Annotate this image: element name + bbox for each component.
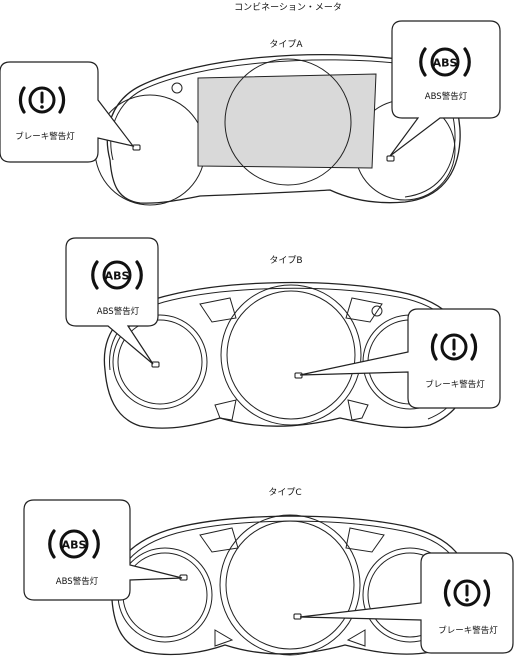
brake-warning-icon: [443, 579, 491, 607]
type-a-abs-callout: [389, 20, 501, 157]
type-a-abs-lamp-marker: [386, 155, 395, 162]
type-a-meter-housing: [106, 54, 461, 204]
type-c-housing-inner: [116, 520, 466, 601]
type-b-knob: [371, 305, 383, 317]
brake-warning-icon: [430, 333, 478, 361]
abs-warning-icon: ABS: [91, 260, 143, 290]
type-b-deco-right-2: [347, 399, 369, 421]
type-a-group: タイプA ブレーキ警告灯 ABS: [0, 20, 501, 206]
type-a-knob: [171, 82, 183, 94]
type-c-deco-right-1: [345, 527, 385, 553]
type-c-center-gauge-inner: [225, 520, 355, 650]
abs-warning-icon: ABS: [48, 529, 100, 559]
type-a-center-gauge: [224, 58, 352, 186]
abs-icon-text: ABS: [433, 57, 458, 70]
type-b-left-gauge-inner: [117, 319, 203, 405]
brake-warning-icon: [18, 86, 66, 114]
type-c-left-gauge-inner: [122, 552, 208, 638]
abs-icon-text: ABS: [62, 539, 87, 552]
type-a-brake-caption: ブレーキ警告灯: [15, 131, 75, 142]
type-b-brake-caption: ブレーキ警告灯: [425, 379, 485, 390]
type-b-abs-caption: ABS警告灯: [97, 306, 140, 317]
type-b-abs-callout: [65, 237, 159, 365]
type-b-group: タイプB ABS ABS警告灯: [65, 237, 501, 429]
type-c-deco-left-1: [199, 527, 239, 553]
abs-icon-text: ABS: [105, 270, 130, 283]
type-a-abs-caption: ABS警告灯: [425, 91, 468, 102]
type-a-display-panel: [197, 73, 377, 169]
type-b-deco-left-2: [214, 399, 237, 421]
type-b-center-gauge-inner: [226, 290, 356, 420]
type-b-abs-lamp-marker: [151, 361, 160, 368]
type-b-meter-housing: [103, 281, 471, 429]
type-c-group: タイプC ABS ABS警告灯: [23, 487, 514, 656]
type-c-abs-caption: ABS警告灯: [56, 576, 99, 587]
type-c-brake-callout: [299, 552, 514, 654]
type-c-brake-caption: ブレーキ警告灯: [438, 625, 498, 636]
type-b-label: タイプB: [269, 255, 302, 266]
type-b-brake-callout: [299, 308, 501, 409]
abs-warning-icon: ABS: [419, 47, 471, 77]
type-c-label: タイプC: [268, 487, 301, 498]
type-c-abs-callout: [23, 499, 183, 601]
type-c-center-gauge-outer: [219, 514, 361, 656]
type-c-left-gauge-outer: [117, 547, 213, 643]
type-a-label: タイプA: [269, 39, 303, 50]
type-a-brake-lamp-marker: [132, 144, 141, 151]
page-title: コンビネーション・メータ: [234, 2, 342, 13]
type-b-deco-right-1: [345, 297, 383, 323]
type-a-brake-callout: [0, 61, 135, 163]
type-c-deco-left-2: [214, 629, 234, 647]
type-b-center-gauge-outer: [220, 284, 362, 426]
type-b-deco-left-1: [199, 297, 237, 323]
type-b-left-gauge-outer: [112, 314, 208, 410]
type-c-deco-right-2: [346, 629, 366, 647]
